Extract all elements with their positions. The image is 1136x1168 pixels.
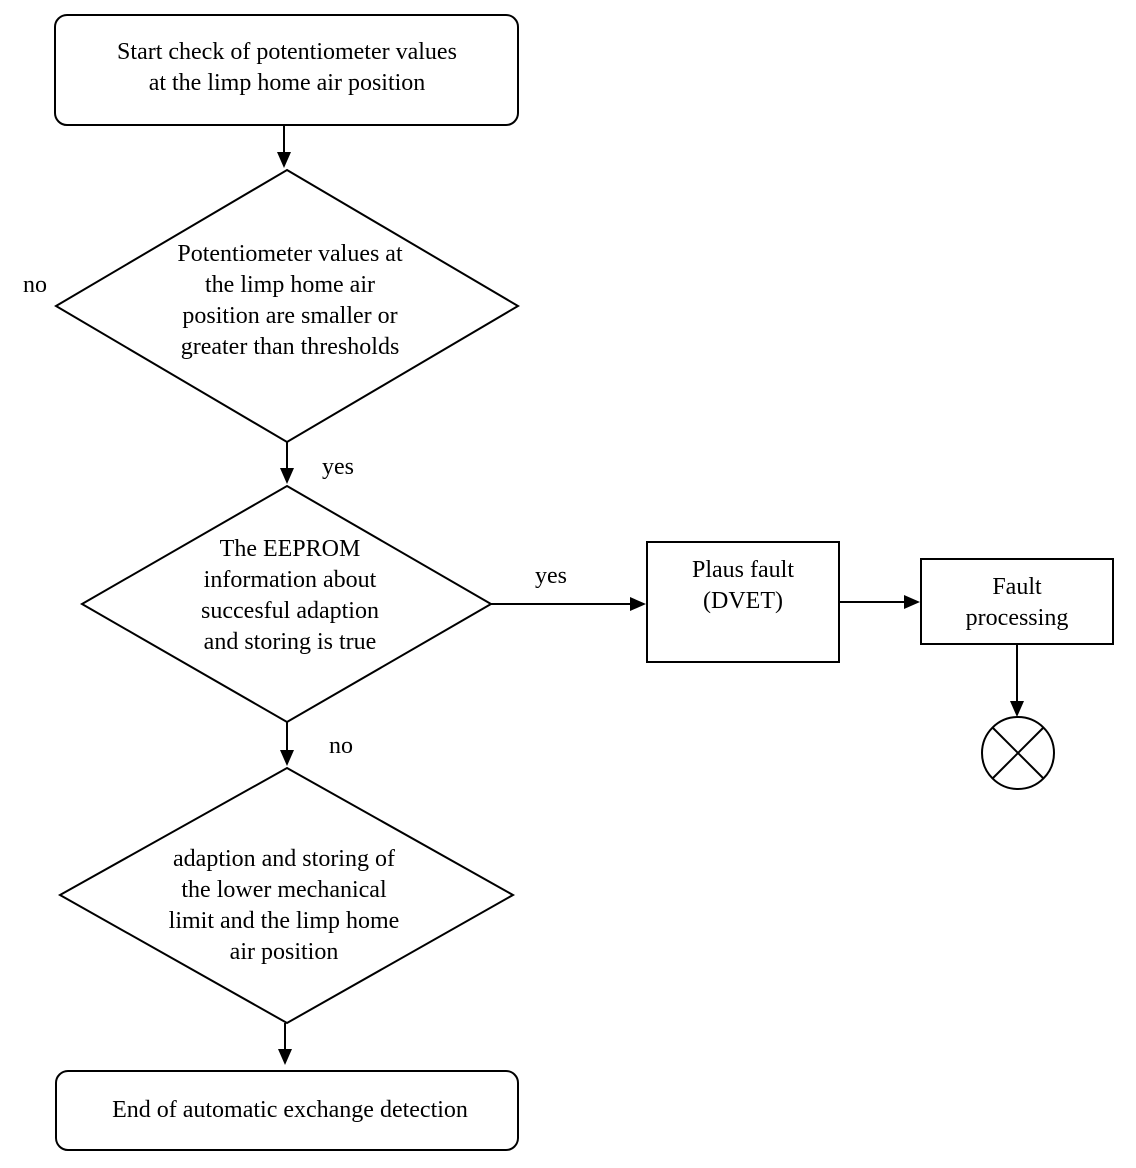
arrow-threshold-to-eeprom (280, 442, 294, 484)
end-box: End of automatic exchange detection (55, 1070, 519, 1151)
arrow-eeprom-to-adaption (280, 722, 294, 766)
eeprom-yes-label: yes (535, 563, 567, 589)
threshold-yes-label: yes (322, 454, 354, 480)
end-box-line-1: End of automatic exchange detection (112, 1097, 468, 1123)
fault-processing-line-1: Fault (992, 574, 1042, 600)
circled-x-icon (981, 716, 1055, 790)
decision-eeprom-line-2: information about (204, 567, 377, 593)
start-box: Start check of potentiometer values at t… (54, 14, 519, 126)
fault-processing-box: Fault processing (920, 558, 1114, 645)
decision-eeprom: The EEPROM information about succesful a… (79, 484, 493, 724)
eeprom-no-label: no (329, 733, 353, 759)
decision-adaption-line-3: limit and the limp home (169, 908, 400, 934)
arrow-eeprom-to-plaus-fault (491, 597, 646, 611)
decision-adaption-line-2: the lower mechanical (181, 877, 387, 903)
decision-threshold: Potentiometer values at the limp home ai… (54, 168, 520, 444)
decision-adaption: adaption and storing of the lower mechan… (57, 766, 516, 1025)
plaus-fault-line-1: Plaus fault (692, 557, 794, 583)
decision-threshold-line-1: Potentiometer values at (177, 241, 403, 267)
decision-eeprom-line-4: and storing is true (204, 629, 377, 655)
start-box-line-1: Start check of potentiometer values (117, 39, 457, 65)
arrow-plaus-to-fault-processing (839, 595, 920, 609)
decision-threshold-line-3: position are smaller or (182, 303, 397, 329)
decision-eeprom-line-1: The EEPROM (220, 536, 361, 562)
fault-processing-line-2: processing (966, 605, 1069, 631)
plaus-fault-line-2: (DVET) (703, 588, 783, 614)
decision-threshold-line-4: greater than thresholds (181, 334, 400, 360)
plaus-fault-box: Plaus fault (DVET) (646, 541, 840, 663)
decision-threshold-line-2: the limp home air (205, 272, 375, 298)
start-box-line-2: at the limp home air position (149, 70, 426, 96)
decision-adaption-line-4: air position (230, 939, 339, 965)
decision-eeprom-line-3: succesful adaption (201, 598, 379, 624)
threshold-no-label: no (23, 272, 47, 298)
arrow-fault-processing-to-terminator (1010, 644, 1024, 717)
decision-adaption-line-1: adaption and storing of (173, 846, 395, 872)
arrow-start-to-threshold (277, 125, 291, 168)
arrow-adaption-to-end (278, 1023, 292, 1065)
